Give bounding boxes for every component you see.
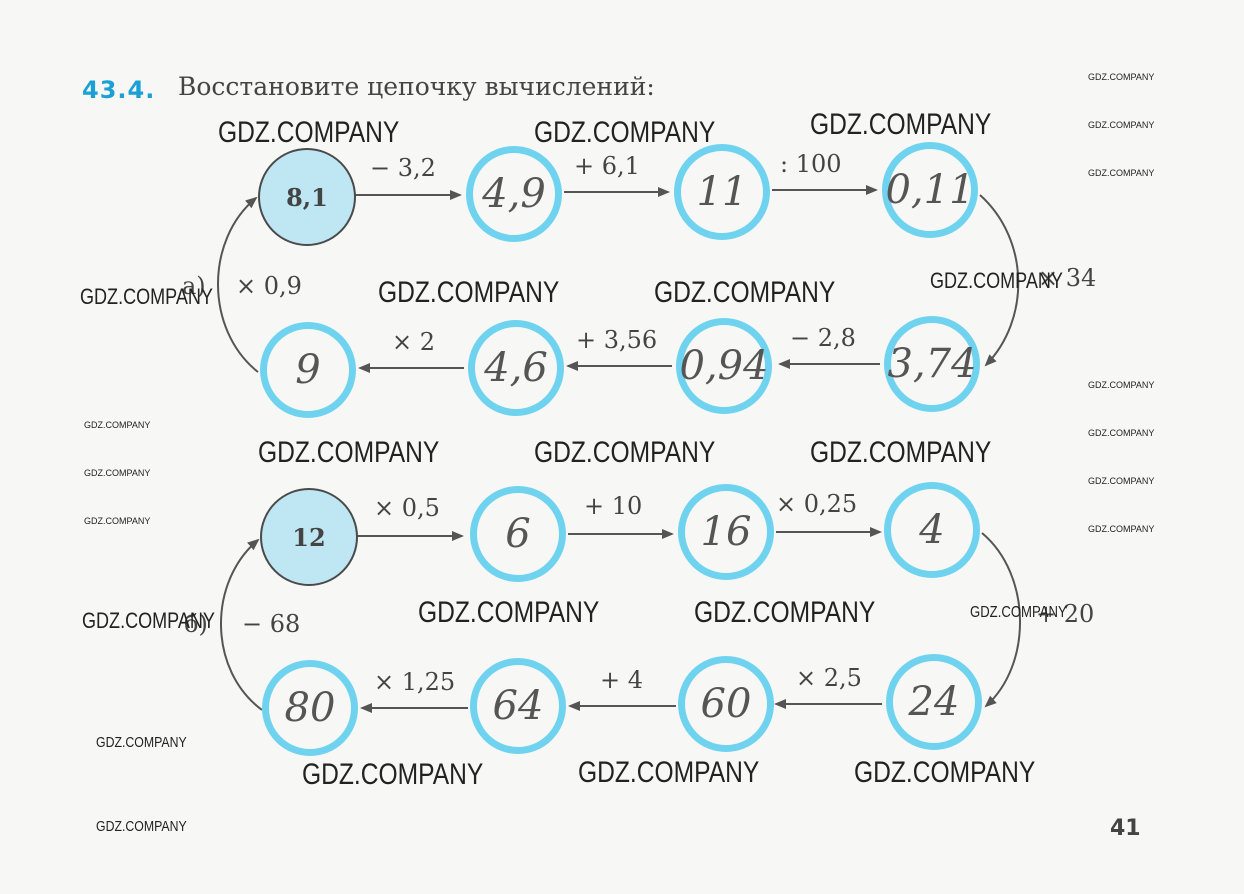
chain-b-circle: 16 (678, 484, 774, 580)
arrow-b-right (981, 532, 1021, 708)
chain-a-op: × 0,9 (236, 272, 302, 300)
watermark: GDZ.COMPANY (810, 108, 992, 141)
chain-a-op: × 2 (392, 328, 436, 356)
chain-a-value: 4,6 (484, 345, 548, 391)
chain-b-value: 64 (492, 683, 544, 729)
watermark: GDZ.COMPANY (1088, 428, 1155, 438)
chain-b-value: 12 (292, 522, 326, 552)
chain-b-op: − 68 (242, 610, 301, 638)
watermark: GDZ.COMPANY (810, 436, 992, 469)
chain-a-value: 3,74 (887, 341, 977, 387)
chain-a-op: + 6,1 (574, 152, 640, 180)
chain-b-op: × 0,25 (776, 490, 858, 518)
chain-a-op: × 34 (1038, 264, 1097, 292)
watermark: GDZ.COMPANY (218, 116, 400, 149)
chain-a-value: 0,94 (679, 343, 769, 389)
watermark: GDZ.COMPANY (534, 116, 716, 149)
chain-a-op: + 3,56 (576, 326, 658, 354)
watermark: GDZ.COMPANY (418, 596, 600, 629)
watermark: GDZ.COMPANY (1088, 72, 1155, 82)
chain-a-value: 8,1 (286, 182, 328, 212)
chain-a-label: а) (182, 272, 206, 300)
watermark: GDZ.COMPANY (84, 468, 151, 478)
chain-b-op: + 20 (1036, 600, 1095, 628)
chain-b-value: 16 (700, 509, 752, 555)
chain-b-op: × 0,5 (374, 494, 440, 522)
chain-b-value: 4 (919, 507, 945, 553)
chain-a-op: − 3,2 (370, 154, 436, 182)
chain-a-value: 11 (696, 169, 748, 215)
watermark: GDZ.COMPANY (96, 734, 187, 751)
page-number: 41 (1110, 816, 1141, 841)
chain-b-value: 60 (700, 681, 752, 727)
watermark: GDZ.COMPANY (1088, 476, 1155, 486)
watermark: GDZ.COMPANY (1088, 380, 1155, 390)
watermark: GDZ.COMPANY (84, 420, 151, 430)
chain-a-start-circle: 8,1 (258, 148, 356, 246)
arrow-a-right (979, 194, 1020, 367)
watermark: GDZ.COMPANY (1088, 524, 1155, 534)
watermark: GDZ.COMPANY (694, 596, 876, 629)
chain-a-circle: 0,11 (882, 142, 978, 238)
chain-b-start-circle: 12 (260, 488, 358, 586)
watermark: GDZ.COMPANY (970, 604, 1067, 621)
chain-b-op: + 4 (600, 666, 644, 694)
chain-a-circle: 11 (674, 144, 770, 240)
exercise-number: 43.4. (82, 76, 156, 104)
chain-a-op: − 2,8 (790, 324, 856, 352)
watermark: GDZ.COMPANY (82, 608, 215, 633)
chain-a-circle: 0,94 (676, 318, 772, 414)
chain-b-circle: 64 (470, 658, 566, 754)
watermark: GDZ.COMPANY (80, 284, 213, 309)
arrow-b-left (220, 538, 263, 711)
watermark: GDZ.COMPANY (1088, 168, 1155, 178)
chain-b-op: + 10 (584, 492, 643, 520)
chain-b-circle: 24 (886, 654, 982, 750)
watermark: GDZ.COMPANY (378, 276, 560, 309)
watermark: GDZ.COMPANY (84, 516, 151, 526)
chain-a-value: 9 (295, 347, 321, 393)
watermark: GDZ.COMPANY (302, 758, 484, 791)
chain-b-value: 80 (284, 685, 336, 731)
watermark: GDZ.COMPANY (854, 756, 1036, 789)
chain-a-value: 0,11 (885, 167, 975, 213)
watermark: GDZ.COMPANY (1088, 120, 1155, 130)
chain-b-circle: 4 (884, 482, 980, 578)
chain-b-label: б) (184, 610, 208, 638)
chain-b-value: 6 (505, 511, 531, 557)
watermark: GDZ.COMPANY (96, 818, 187, 835)
chain-a-circle: 3,74 (884, 316, 980, 412)
watermark: GDZ.COMPANY (654, 276, 836, 309)
arrow-a-left (217, 196, 259, 373)
watermark: GDZ.COMPANY (930, 268, 1063, 293)
chain-a-circle: 9 (260, 322, 356, 418)
watermark: GDZ.COMPANY (258, 436, 440, 469)
exercise-title: Восстановите цепочку вычислений: (178, 72, 655, 101)
watermark: GDZ.COMPANY (534, 436, 716, 469)
chain-b-op: × 2,5 (796, 664, 862, 692)
chain-a-circle: 4,6 (468, 320, 564, 416)
chain-b-circle: 80 (262, 660, 358, 756)
chain-b-value: 24 (908, 679, 960, 725)
chain-b-op: × 1,25 (374, 668, 456, 696)
chain-b-circle: 60 (678, 656, 774, 752)
chain-a-circle: 4,9 (466, 146, 562, 242)
chain-a-value: 4,9 (482, 171, 546, 217)
chain-a-op: : 100 (780, 150, 842, 178)
chain-b-circle: 6 (470, 486, 566, 582)
watermark: GDZ.COMPANY (578, 756, 760, 789)
